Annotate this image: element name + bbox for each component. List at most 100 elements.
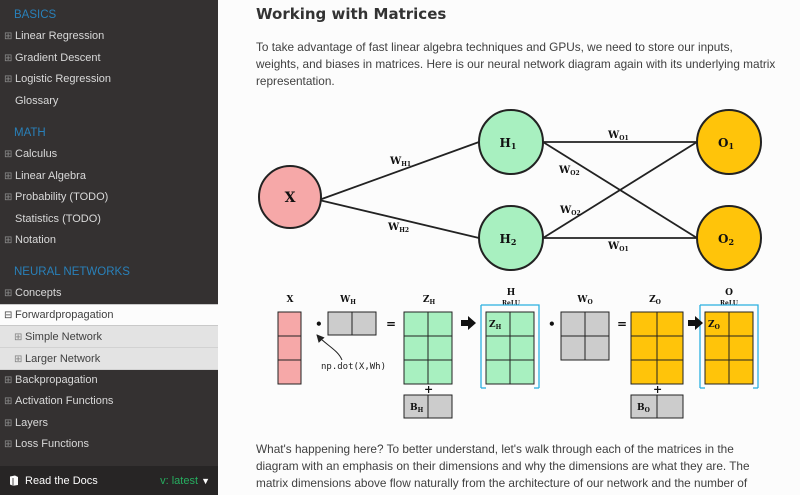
version-selector[interactable]: v: latest ▼ bbox=[160, 475, 210, 487]
cell-label-bh: BH bbox=[410, 403, 424, 414]
edge-label-wh2: WH2 bbox=[387, 222, 409, 234]
nav-item-activation-functions[interactable]: ⊞Activation Functions bbox=[0, 391, 218, 413]
matrix-zo bbox=[630, 311, 684, 385]
node-o2: O2 bbox=[696, 205, 762, 271]
matrix-wh bbox=[327, 311, 377, 336]
nav-label: Linear Algebra bbox=[15, 169, 86, 182]
cell-label-bo: BO bbox=[637, 403, 650, 414]
sidebar: BASICS ⊞Linear Regression ⊞Gradient Desc… bbox=[0, 0, 218, 495]
section-heading-basics: BASICS bbox=[14, 9, 57, 21]
nav-item-linear-regression[interactable]: ⊞Linear Regression bbox=[0, 26, 218, 48]
expand-icon: ⊞ bbox=[4, 235, 13, 246]
expand-icon: ⊞ bbox=[14, 331, 23, 343]
read-the-docs-label: Read the Docs bbox=[25, 474, 98, 487]
nav-label: Gradient Descent bbox=[15, 51, 101, 64]
nav-label: Concepts bbox=[15, 286, 62, 299]
matrix-h-label: H bbox=[507, 288, 516, 298]
intro-paragraph: To take advantage of fast linear algebra… bbox=[256, 40, 776, 88]
cell-label-zo: ZO bbox=[708, 320, 720, 331]
nav-item-probability[interactable]: ⊞Probability (TODO) bbox=[0, 187, 218, 209]
dot-operator-2: • bbox=[548, 317, 556, 331]
nav-item-gradient-descent[interactable]: ⊞Gradient Descent bbox=[0, 48, 218, 70]
book-icon bbox=[10, 475, 18, 486]
expand-icon: ⊞ bbox=[14, 353, 23, 365]
matrix-zh-label: ZH bbox=[423, 295, 436, 306]
nav-item-forwardpropagation[interactable]: ⊟Forwardpropagation bbox=[0, 304, 218, 326]
node-h2: H2 bbox=[478, 205, 544, 271]
matrix-zo-label: ZO bbox=[649, 295, 661, 306]
edge-h2-o1 bbox=[542, 141, 698, 239]
plus-operator-2: + bbox=[653, 383, 662, 396]
section-heading-neural-networks: NEURAL NETWORKS bbox=[14, 265, 130, 278]
version-label: v: latest bbox=[160, 474, 199, 487]
expand-icon: ⊞ bbox=[4, 192, 13, 203]
np-dot-annotation: np.dot(X,Wh) bbox=[321, 362, 386, 372]
svg-text:X: X bbox=[285, 190, 296, 206]
nav-item-concepts[interactable]: ⊞Concepts bbox=[0, 283, 218, 305]
nav-subitem-simple-network[interactable]: ⊞Simple Network bbox=[0, 325, 218, 348]
nav-item-logistic-regression[interactable]: ⊞Logistic Regression bbox=[0, 69, 218, 91]
relu-label-o: ReLU bbox=[720, 300, 739, 307]
collapse-icon: ⊟ bbox=[4, 310, 13, 321]
nav-label: Glossary bbox=[15, 94, 59, 107]
edge-label-wo2-b: WO2 bbox=[559, 205, 581, 217]
nav-label: Layers bbox=[15, 416, 49, 429]
nav-label: Statistics (TODO) bbox=[15, 212, 101, 225]
nav-item-backpropagation[interactable]: ⊞Backpropagation bbox=[0, 370, 218, 392]
dot-operator-1: • bbox=[315, 317, 323, 331]
page-title: Working with Matrices bbox=[256, 5, 447, 23]
matrix-h bbox=[485, 311, 535, 385]
arrow-right-icon bbox=[461, 316, 476, 330]
network-edges bbox=[318, 141, 698, 239]
nav-item-calculus[interactable]: ⊞Calculus bbox=[0, 144, 218, 166]
node-h1: H1 bbox=[478, 109, 544, 175]
edge-x-h2 bbox=[318, 199, 480, 239]
plus-operator-1: + bbox=[424, 383, 433, 396]
expand-icon: ⊞ bbox=[4, 287, 13, 299]
nav-item-glossary[interactable]: Glossary bbox=[0, 91, 218, 113]
annotation-arrow bbox=[316, 334, 343, 361]
nav-item-loss-functions[interactable]: ⊞Loss Functions bbox=[0, 434, 218, 456]
equals-operator-2: = bbox=[617, 317, 627, 331]
matrix-wo-label: WO bbox=[576, 295, 592, 306]
read-the-docs-bar[interactable]: Read the Docs v: latest ▼ bbox=[0, 466, 218, 495]
matrix-bh bbox=[403, 394, 453, 419]
svg-text:O1: O1 bbox=[718, 136, 734, 151]
nav-subitem-larger-network[interactable]: ⊞Larger Network bbox=[0, 347, 218, 370]
expand-icon: ⊞ bbox=[4, 417, 13, 429]
relu-bracket-o bbox=[699, 304, 759, 388]
relu-bracket-h bbox=[480, 304, 540, 388]
nav-label: Activation Functions bbox=[15, 395, 114, 407]
nav-label: Calculus bbox=[15, 148, 58, 160]
caret-down-icon: ▼ bbox=[201, 475, 210, 486]
node-o1: O1 bbox=[696, 109, 762, 175]
nav-label: Logistic Regression bbox=[15, 73, 111, 85]
matrix-x-label: X bbox=[287, 295, 294, 305]
nav-label: Larger Network bbox=[25, 352, 101, 365]
network-diagram: WH1 WH2 WO1 WO2 WO2 WO1 X H1 H2 O1 bbox=[258, 109, 762, 419]
nav-item-statistics[interactable]: Statistics (TODO) bbox=[0, 209, 218, 231]
edge-x-h1 bbox=[318, 141, 480, 201]
svg-text:H2: H2 bbox=[500, 232, 517, 247]
expand-icon: ⊞ bbox=[4, 74, 13, 85]
section-heading-math: MATH bbox=[14, 127, 46, 139]
nav-item-layers[interactable]: ⊞Layers bbox=[0, 413, 218, 435]
nav-label: Simple Network bbox=[25, 330, 103, 343]
expand-icon: ⊞ bbox=[4, 52, 13, 64]
nav-label: Backpropagation bbox=[15, 373, 98, 386]
matrix-wh-label: WH bbox=[339, 295, 356, 306]
edge-label-wh1: WH1 bbox=[389, 156, 411, 168]
matrix-bo bbox=[630, 394, 684, 419]
nav-label: Notation bbox=[15, 234, 56, 246]
nav-label: Forwardpropagation bbox=[15, 309, 114, 321]
nav-label: Linear Regression bbox=[15, 30, 105, 42]
nav-item-notation[interactable]: ⊞Notation bbox=[0, 230, 218, 252]
expand-icon: ⊞ bbox=[4, 149, 13, 160]
expand-icon: ⊞ bbox=[4, 31, 13, 42]
outro-paragraph: What's happening here? To better underst… bbox=[256, 442, 750, 490]
expand-icon: ⊞ bbox=[4, 396, 13, 407]
arrow-right-icon bbox=[688, 316, 703, 330]
nav-item-linear-algebra[interactable]: ⊞Linear Algebra bbox=[0, 166, 218, 188]
main-content: Working with Matrices To take advantage … bbox=[218, 0, 800, 495]
nav-label: Probability (TODO) bbox=[15, 191, 109, 203]
